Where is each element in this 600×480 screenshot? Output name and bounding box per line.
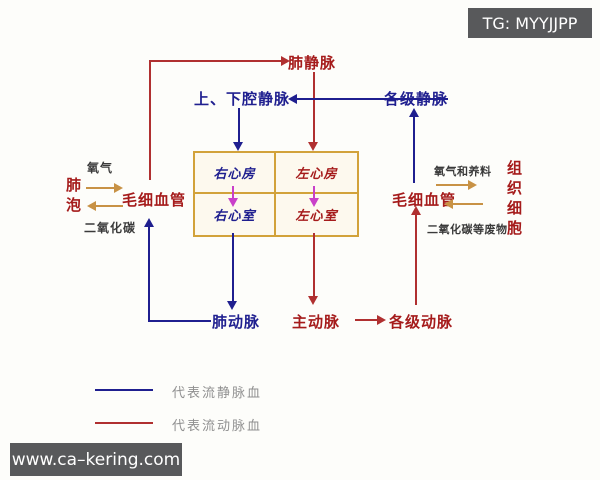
arrowhead-left-atrium-icon bbox=[308, 142, 318, 151]
arrowhead-right-ventricle-icon bbox=[228, 198, 238, 207]
line-pulmonary-vein-to-left-atrium bbox=[313, 72, 315, 142]
heart-left-ventricle: 左心室 bbox=[295, 209, 338, 224]
arrowhead-tissue-capillary-icon bbox=[411, 206, 421, 215]
watermark-telegram: TG: MYYJJPP bbox=[468, 8, 592, 38]
line-to-pulmonary-vein bbox=[149, 60, 281, 62]
line-to-lung-capillary bbox=[148, 227, 150, 322]
heart-right-ventricle: 右心室 bbox=[195, 194, 276, 235]
line-right-atrium-to-ventricle bbox=[232, 186, 234, 198]
label-alveoli: 肺泡 bbox=[64, 177, 82, 217]
line-left-ventricle-to-aorta bbox=[313, 233, 315, 296]
line-vena-cava-to-right-atrium bbox=[238, 108, 240, 142]
arrowhead-lung-capillary-icon bbox=[144, 218, 154, 227]
label-veins-all-levels: 各级静脉 bbox=[384, 90, 449, 108]
line-tissue-capillary-to-veins bbox=[413, 117, 415, 183]
label-tissue-capillaries: 毛细血管 bbox=[392, 191, 457, 209]
arrowhead-vena-cava-icon bbox=[288, 94, 297, 104]
arrowhead-pulmonary-vein-icon bbox=[281, 56, 290, 66]
legend-arterial-label: 代表流动脉血 bbox=[172, 419, 263, 434]
line-nutrients-to-cells bbox=[436, 184, 468, 186]
label-pulmonary-artery: 肺动脉 bbox=[212, 313, 261, 331]
label-aorta: 主动脉 bbox=[292, 313, 341, 331]
line-veins-to-vena-cava bbox=[297, 98, 448, 100]
legend-venous-line bbox=[95, 389, 153, 391]
arrowhead-nutrients-icon bbox=[468, 180, 477, 190]
label-pulmonary-vein: 肺静脉 bbox=[288, 54, 337, 72]
watermark-website: www.ca–kering.com bbox=[10, 443, 182, 476]
label-lung-capillaries: 毛细血管 bbox=[122, 191, 187, 209]
heart-right-atrium: 右心房 bbox=[195, 153, 276, 194]
arrowhead-pulmonary-artery-icon bbox=[227, 301, 237, 310]
label-tissue-cells: 组织细胞 bbox=[505, 160, 523, 240]
line-lung-capillary-to-pulmonary-vein bbox=[149, 60, 151, 180]
arrowhead-co2-icon bbox=[87, 201, 96, 211]
line-arteries-to-tissue-capillary bbox=[415, 215, 417, 305]
line-co2-to-alveoli bbox=[96, 205, 123, 207]
line-aorta-to-arteries bbox=[355, 319, 377, 321]
arrowhead-left-ventricle-icon bbox=[309, 198, 319, 207]
line-left-atrium-to-ventricle bbox=[313, 186, 315, 198]
arrowhead-arteries-icon bbox=[377, 315, 386, 325]
line-pulmonary-artery-corner bbox=[149, 320, 211, 322]
line-right-ventricle-to-pulmonary-artery bbox=[232, 233, 234, 301]
label-oxygen: 氧气 bbox=[87, 161, 114, 175]
legend-arterial-line bbox=[95, 422, 153, 424]
line-oxygen-to-capillary bbox=[86, 187, 114, 189]
label-arteries-all-levels: 各级动脉 bbox=[389, 313, 454, 331]
line-wastes-to-capillary bbox=[453, 203, 483, 205]
label-carbon-dioxide: 二氧化碳 bbox=[84, 221, 137, 235]
label-vena-cava: 上、下腔静脉 bbox=[194, 90, 291, 108]
arrowhead-oxygen-icon bbox=[114, 183, 123, 193]
heart-box: 右心房 左心房 右心室 左心室 bbox=[193, 151, 359, 237]
heart-left-atrium: 左心房 bbox=[276, 153, 357, 194]
arrowhead-wastes-icon bbox=[444, 199, 453, 209]
arrowhead-veins-icon bbox=[409, 108, 419, 117]
arrowhead-aorta-icon bbox=[308, 296, 318, 305]
label-oxygen-nutrients: 氧气和养料 bbox=[434, 165, 492, 178]
label-co2-wastes: 二氧化碳等废物 bbox=[427, 223, 508, 236]
legend-venous-label: 代表流静脉血 bbox=[172, 386, 263, 401]
arrowhead-right-atrium-icon bbox=[233, 142, 243, 151]
